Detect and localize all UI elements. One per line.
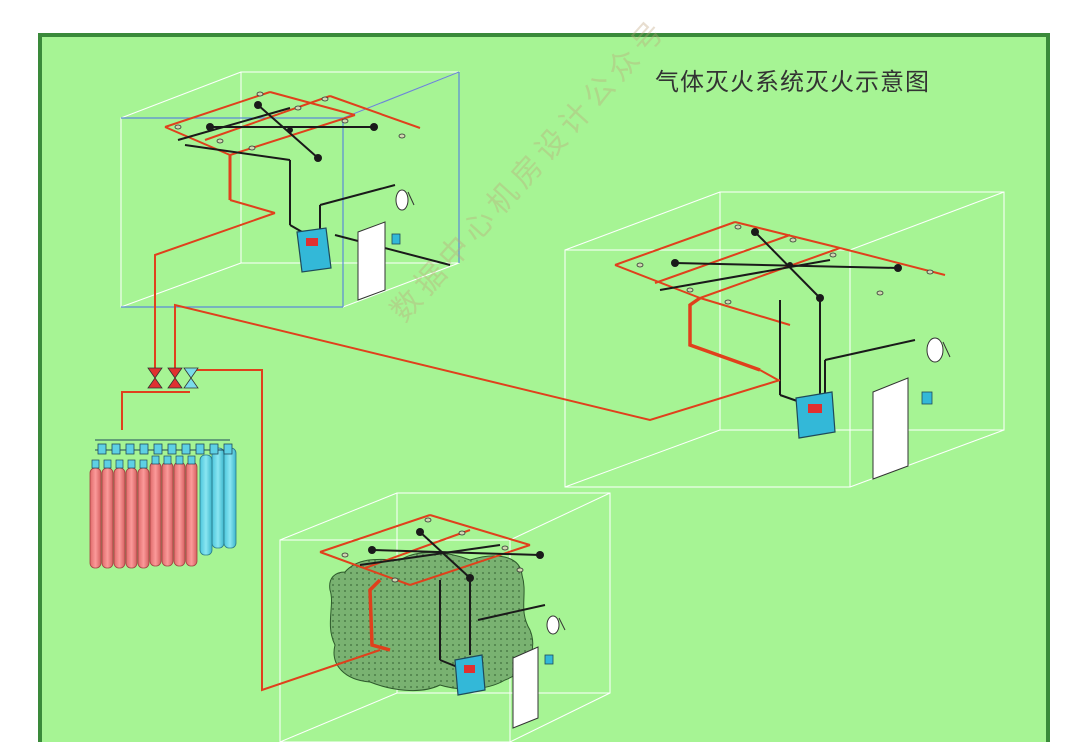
nozzle-icon bbox=[174, 91, 406, 151]
alarm-bell-icon bbox=[546, 615, 566, 635]
door-icon bbox=[357, 221, 386, 301]
control-panel-icon bbox=[454, 654, 486, 696]
door-icon bbox=[512, 646, 539, 729]
diagram-title: 气体灭火系统灭火示意图 bbox=[655, 68, 930, 96]
manual-release-icon bbox=[391, 233, 401, 245]
diagram-frame bbox=[38, 33, 1050, 742]
control-panel-icon bbox=[296, 227, 332, 273]
control-panel-icon bbox=[795, 391, 836, 439]
valve-icon bbox=[147, 367, 199, 389]
manual-release-icon bbox=[921, 391, 933, 405]
cylinder-icon bbox=[89, 461, 198, 569]
alarm-bell-icon bbox=[926, 337, 951, 363]
nozzle-icon bbox=[636, 224, 934, 305]
nozzle-icon bbox=[341, 517, 524, 583]
door-icon bbox=[872, 377, 909, 480]
manual-release-icon bbox=[544, 654, 554, 665]
alarm-bell-icon bbox=[395, 189, 415, 211]
cylinder-bank bbox=[89, 439, 237, 569]
protected-room-2 bbox=[564, 191, 1005, 488]
supply-pipes bbox=[121, 212, 781, 692]
gas-cloud-icon bbox=[329, 551, 534, 691]
cylinder-icon bbox=[199, 447, 237, 556]
pipe-network-room-1 bbox=[164, 91, 421, 214]
protected-room-1 bbox=[120, 71, 460, 308]
protected-room-3 bbox=[279, 492, 611, 742]
